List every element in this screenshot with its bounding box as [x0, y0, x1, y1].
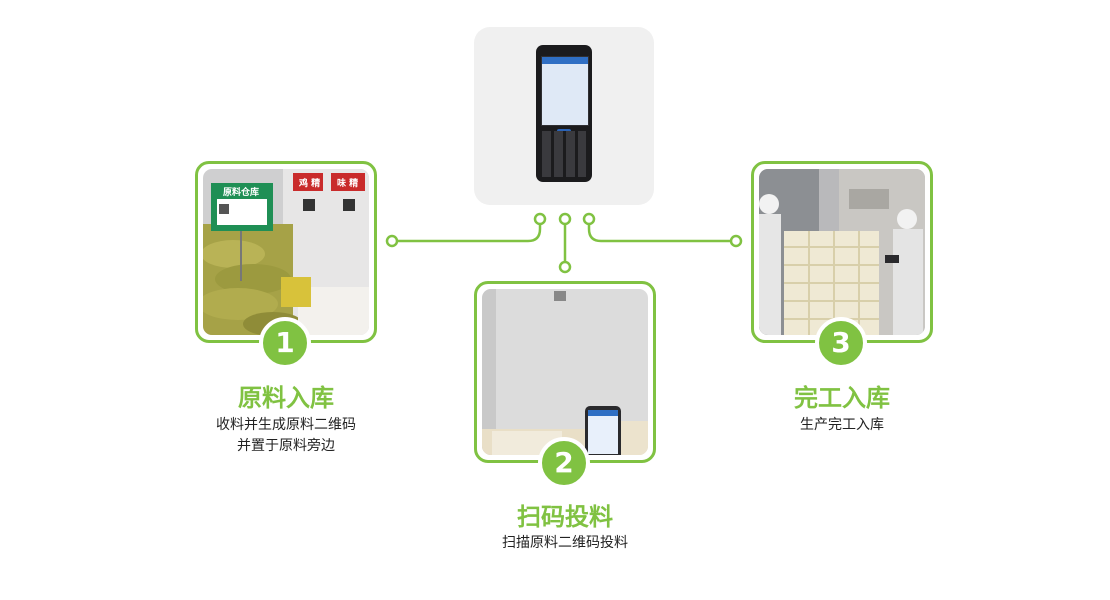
step-3-photo-frame: [751, 161, 933, 343]
step-3-desc: 生产完工入库: [742, 415, 942, 436]
connector-dot-left-end: [385, 234, 399, 248]
connector-dot-left-start: [533, 212, 547, 226]
connector-right: [587, 217, 738, 243]
step-2-number-badge: 2: [538, 437, 590, 489]
step-2-photo: [482, 289, 648, 455]
step-1-number-badge: 1: [259, 317, 311, 369]
connector-dot-middle-end: [558, 260, 572, 274]
step-1-desc-line-1: 收料并生成原料二维码: [216, 417, 356, 433]
handheld-scanner-image: [536, 45, 592, 182]
step-2-desc-line-1: 扫描原料二维码投料: [502, 535, 628, 551]
connector-dot-middle-start: [558, 212, 572, 226]
step-3-title: 完工入库: [794, 384, 890, 412]
step-1-desc-line-2: 并置于原料旁边: [237, 438, 335, 454]
step-1-photo-frame: 原料仓库 鸡 精 味 精: [195, 161, 377, 343]
connector-left: [390, 217, 542, 243]
connector-dot-right-end: [729, 234, 743, 248]
step-3-desc-line-1: 生产完工入库: [800, 417, 884, 433]
photo-label-1: 鸡 精: [298, 177, 320, 189]
step-1-desc: 收料并生成原料二维码 并置于原料旁边: [186, 415, 386, 457]
step-2-title: 扫码投料: [517, 503, 613, 531]
step-2-desc: 扫描原料二维码投料: [465, 533, 665, 554]
step-3-number-badge: 3: [815, 317, 867, 369]
step-1-photo: 原料仓库 鸡 精 味 精: [203, 169, 369, 335]
photo-sign-title: 原料仓库: [223, 186, 259, 198]
connector-dot-right-start: [582, 212, 596, 226]
step-3-photo: [759, 169, 925, 335]
step-2-photo-frame: [474, 281, 656, 463]
step-1-title: 原料入库: [238, 384, 334, 412]
photo-label-2: 味 精: [337, 177, 358, 189]
